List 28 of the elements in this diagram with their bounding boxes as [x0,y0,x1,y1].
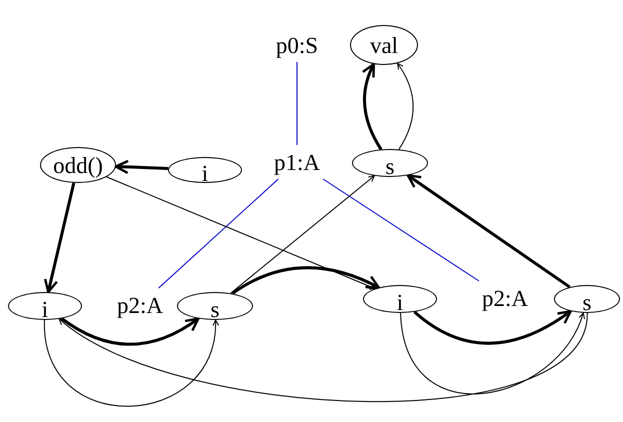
arrow [58,312,588,402]
connector-line [158,178,279,288]
oval-node: s [554,285,620,313]
arrow [44,320,218,407]
arrow [44,182,76,294]
arrow [362,62,382,150]
oval-node: odd() [40,147,116,183]
node-label: p2:A [472,283,538,313]
oval-node: s [352,149,428,177]
oval-node: val [350,25,418,65]
arrow [60,317,200,346]
arrow [413,310,572,345]
node-label: p1:A [267,147,327,177]
arrow [232,266,380,295]
node-label: p2:A [107,290,173,320]
oval-node: i [168,157,242,183]
arrow [106,176,376,290]
arrow [230,175,375,294]
oval-node: s [177,292,253,320]
arrow [406,174,571,288]
arrow [114,160,168,174]
connector-line [296,62,298,146]
connector-line [322,178,480,282]
arrow [400,312,584,394]
oval-node: i [363,285,437,313]
oval-node: i [8,292,82,320]
node-label: p0:S [267,30,327,60]
arrow [396,62,414,150]
